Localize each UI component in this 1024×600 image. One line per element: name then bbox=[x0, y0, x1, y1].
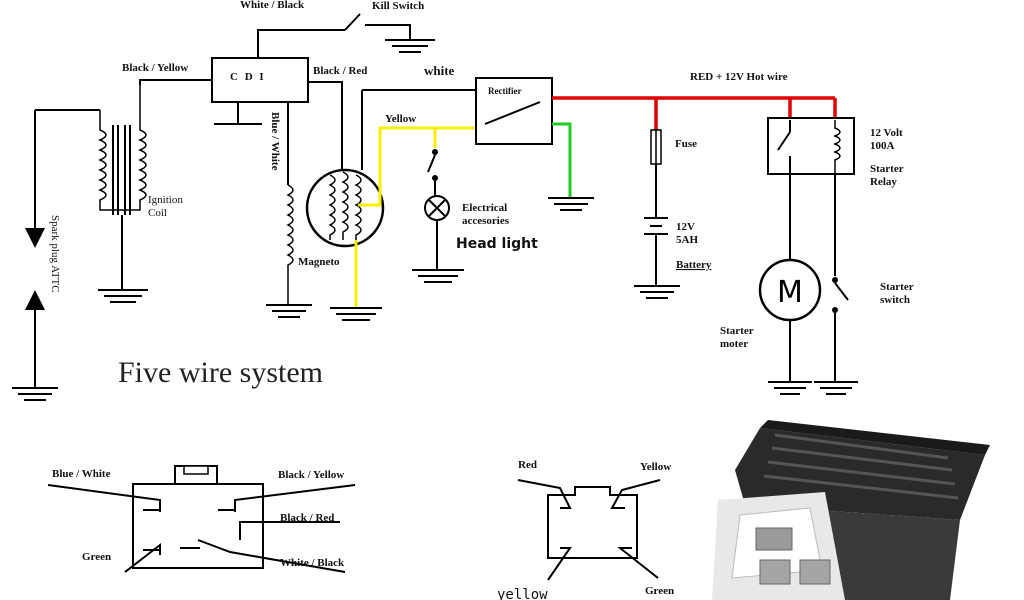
motor-letter: M bbox=[777, 275, 803, 310]
rectifier-connector: Red Yellow yellow Green bbox=[497, 459, 674, 600]
relay-volt-label: 12 Volt bbox=[870, 127, 903, 139]
yellow-label: Yellow bbox=[385, 113, 416, 125]
black-red-label: Black / Red bbox=[313, 65, 367, 77]
coil-label: Coil bbox=[148, 207, 167, 219]
relay-starter-label: Starter bbox=[870, 163, 904, 175]
magneto: Magneto bbox=[298, 81, 476, 321]
fuse-label: Fuse bbox=[675, 138, 697, 150]
rectifier-photo bbox=[712, 420, 990, 600]
hot-wire: RED + 12V Hot wire bbox=[552, 71, 837, 130]
spark-plug-label: Spark plug ATTC bbox=[49, 215, 61, 293]
conn-black-yellow-label: Black / Yellow bbox=[278, 469, 344, 481]
conn-yellow-label: Yellow bbox=[640, 461, 671, 473]
blue-white-label: Blue / White bbox=[269, 112, 281, 171]
starter-relay: 12 Volt 100A Starter Relay bbox=[767, 117, 904, 188]
white-black-label: White / Black bbox=[240, 0, 305, 11]
battery-ah-label: 5AH bbox=[676, 234, 698, 246]
electrical-label: Electrical bbox=[462, 202, 507, 214]
ignition-coil: Ignition Coil bbox=[98, 85, 183, 303]
rectifier-label: Rectifier bbox=[488, 86, 521, 96]
starter-motor: M Starter moter bbox=[720, 174, 822, 395]
fuse-battery: Fuse 12V 5AH Battery bbox=[634, 129, 712, 299]
accesories-label: accesories bbox=[462, 215, 510, 227]
cdi-unit: C D I White / Black Kill Switch Black / … bbox=[122, 0, 435, 318]
relay-label: Relay bbox=[870, 176, 897, 188]
cdi-label: C D I bbox=[230, 71, 266, 83]
cdi-connector: Blue / White Black / Yellow Black / Red … bbox=[47, 465, 356, 573]
starter-switch-label: Starter bbox=[880, 281, 914, 293]
conn-white-black-label: White / Black bbox=[280, 557, 345, 569]
battery-volt-label: 12V bbox=[676, 221, 695, 233]
conn-green-bottom-label: Green bbox=[645, 585, 674, 597]
moter-label: moter bbox=[720, 338, 748, 350]
starter-switch: Starter switch bbox=[814, 174, 914, 395]
switch-label: switch bbox=[880, 294, 910, 306]
battery-label: Battery bbox=[676, 259, 712, 271]
black-yellow-label: Black / Yellow bbox=[122, 62, 188, 74]
hot-wire-label: RED + 12V Hot wire bbox=[690, 71, 788, 83]
magneto-label: Magneto bbox=[298, 256, 340, 268]
conn-green-label: Green bbox=[82, 551, 111, 563]
ignition-label: Ignition bbox=[148, 194, 183, 206]
rectifier: Rectifier white bbox=[424, 63, 594, 211]
relay-amp-label: 100A bbox=[870, 140, 895, 152]
headlight-circuit: Yellow Electrical accesories Head light bbox=[358, 113, 538, 283]
conn-blue-white-label: Blue / White bbox=[52, 468, 111, 480]
kill-switch-label: Kill Switch bbox=[372, 0, 424, 12]
conn-yellow-bottom-label: yellow bbox=[497, 587, 548, 600]
white-label: white bbox=[424, 63, 455, 78]
starter-motor-label: Starter bbox=[720, 325, 754, 337]
conn-red-label: Red bbox=[518, 459, 537, 471]
diagram-title: Five wire system bbox=[118, 356, 323, 389]
head-light-label: Head light bbox=[456, 236, 538, 252]
spark-plug: Spark plug ATTC bbox=[12, 109, 100, 401]
conn-black-red-label: Black / Red bbox=[280, 512, 334, 524]
